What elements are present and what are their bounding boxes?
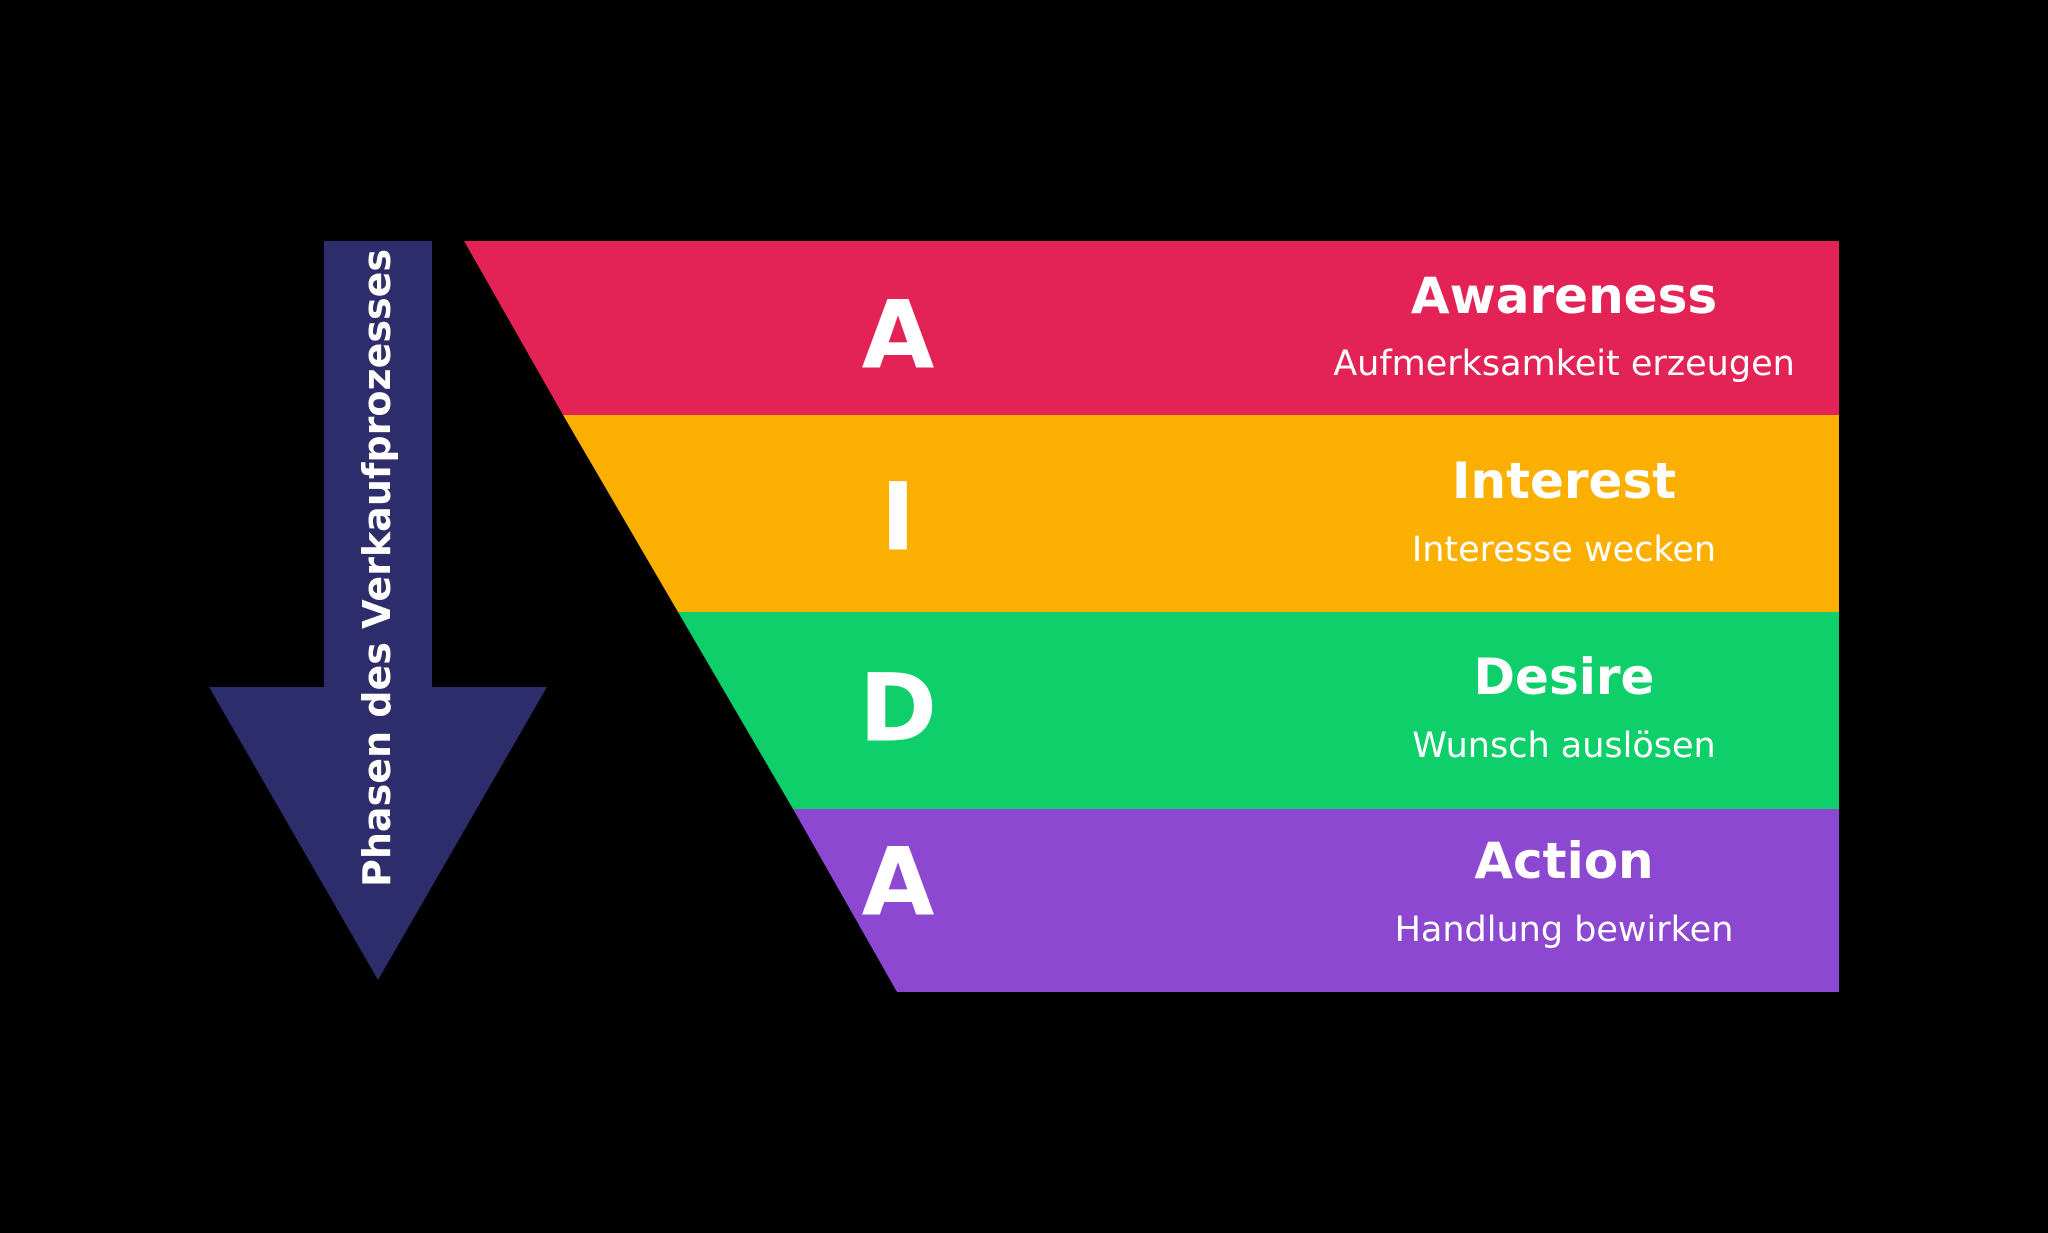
stage-subtitle: Wunsch auslösen (1412, 726, 1715, 766)
funnel-band-action: A Action Handlung bewirken (793, 809, 1839, 992)
funnel-band-desire: D Desire Wunsch auslösen (678, 612, 1839, 809)
stage-letter: I (881, 464, 916, 573)
arrow-label: Phasen des Verkaufprozesses (355, 249, 399, 887)
band-shape-action (793, 809, 1839, 992)
stage-subtitle: Handlung bewirken (1395, 910, 1734, 950)
stage-letter: D (859, 655, 937, 764)
band-shape-awareness (464, 241, 1839, 415)
stage-subtitle: Interesse wecken (1412, 530, 1716, 570)
stage-subtitle: Aufmerksamkeit erzeugen (1333, 344, 1795, 384)
band-shape-desire (678, 612, 1839, 809)
stage-title: Desire (1474, 648, 1655, 706)
funnel-band-awareness: A Awareness Aufmerksamkeit erzeugen (464, 241, 1839, 415)
stage-title: Interest (1452, 452, 1676, 510)
process-direction-arrow: Phasen des Verkaufprozesses (209, 241, 547, 980)
funnel-band-interest: I Interest Interesse wecken (563, 415, 1839, 612)
band-shape-interest (563, 415, 1839, 612)
stage-letter: A (862, 829, 935, 938)
stage-title: Awareness (1411, 267, 1717, 325)
down-arrow-icon (209, 241, 547, 980)
stage-title: Action (1474, 832, 1653, 890)
stage-letter: A (862, 282, 935, 391)
